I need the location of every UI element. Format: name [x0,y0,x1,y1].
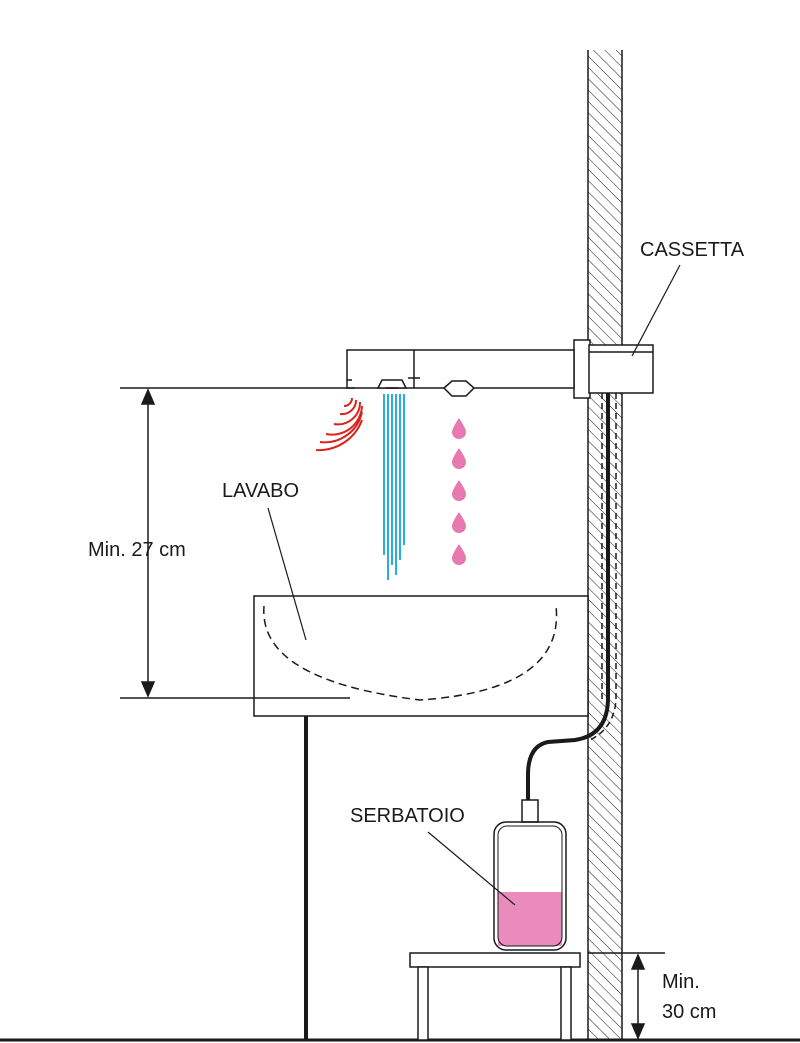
label-min-30cm-line2: 30 cm [662,1001,716,1023]
wall [587,50,623,1040]
lavabo-leader [267,507,307,641]
dimension-30cm [588,952,665,1040]
cassetta-leader [631,264,681,357]
lavabo-sink [253,595,589,717]
leader-lines [267,264,681,906]
cassetta-box [573,339,654,399]
sensor-waves [315,397,363,452]
faucet [346,349,575,397]
label-min-27cm: Min. 27 cm [88,539,186,561]
label-serbatoio: SERBATOIO [350,805,465,827]
label-min-30cm-line1: Min. [662,971,700,993]
label-lavabo: LAVABO [222,480,299,502]
water-stream [383,394,405,580]
serbatoio-tank [493,799,567,951]
soap-nozzle [442,380,476,397]
supply-tubes [526,393,617,800]
soap-drops [452,418,466,565]
serbatoio-leader [427,831,516,906]
label-cassetta: CASSETTA [640,239,745,261]
dimension-27cm [120,387,355,699]
water-nozzle [376,379,408,389]
stool [409,952,581,1041]
tank-liquid [498,892,562,946]
